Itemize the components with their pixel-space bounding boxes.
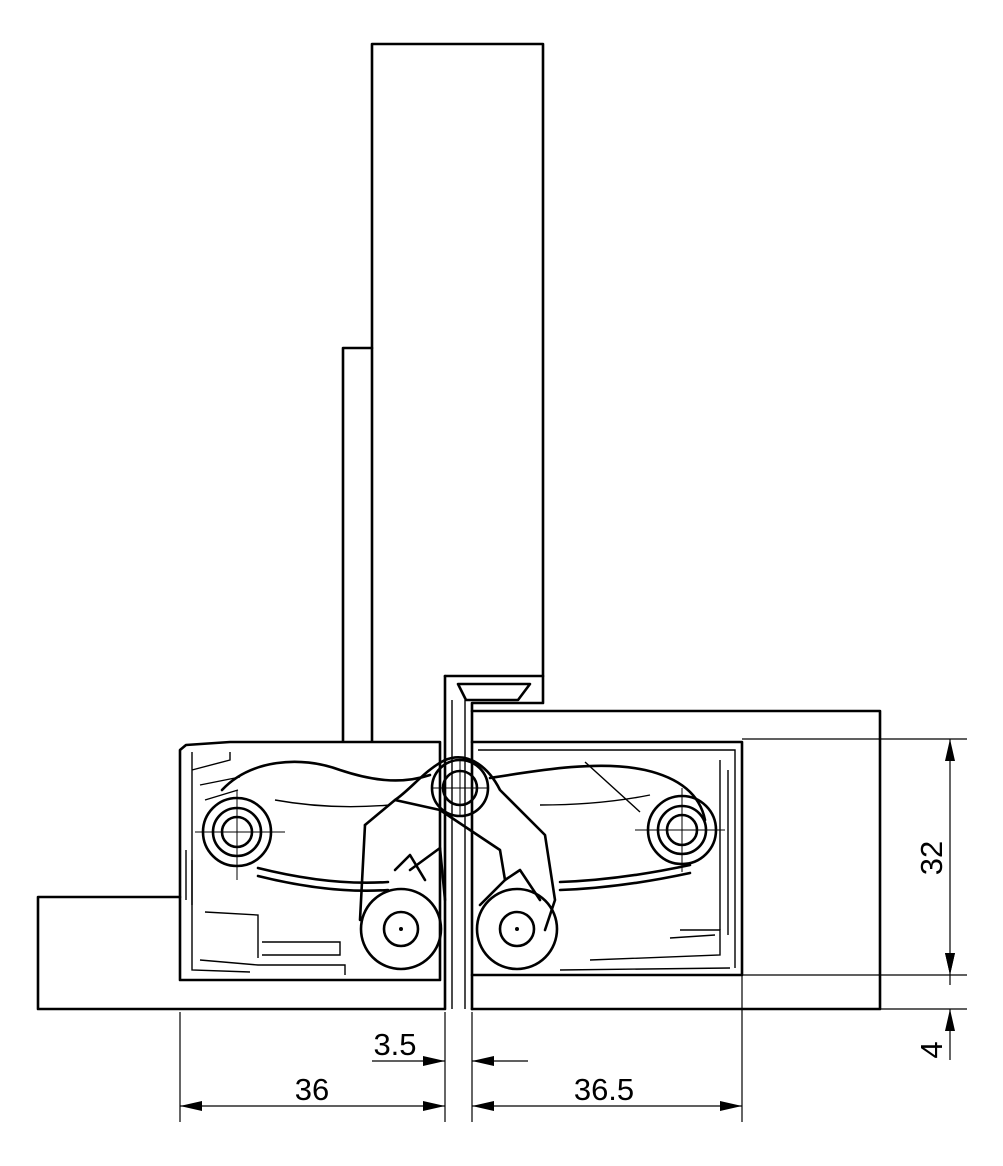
dimension-offset: 4 <box>880 953 967 1060</box>
door-frame-right <box>443 674 882 1011</box>
hinge-body-right <box>470 740 744 977</box>
door-leaf <box>341 42 545 743</box>
dimension-label-gap: 3.5 <box>373 1027 416 1062</box>
pivot-pin-bottom-left <box>359 887 443 971</box>
pivot-pin-top <box>430 758 490 818</box>
gap-line <box>451 700 466 1009</box>
dimension-label-right-width: 36.5 <box>574 1072 634 1107</box>
pivot-pin-left <box>195 790 285 880</box>
dimension-gap: 3.5 <box>372 1012 528 1122</box>
pivot-pin-bottom-right <box>475 887 559 971</box>
hinge-link-arms <box>220 760 707 893</box>
door-frame-left <box>36 674 447 1011</box>
dimension-height: 32 <box>742 738 967 976</box>
dimension-label-height: 32 <box>914 841 949 875</box>
dimension-right-width: 36.5 <box>472 975 743 1122</box>
dimension-label-left-width: 36 <box>295 1072 329 1107</box>
pivot-pin-right <box>635 788 725 872</box>
dimension-label-offset: 4 <box>914 1041 949 1058</box>
hinge-center-link <box>358 756 557 932</box>
hinge-body-left <box>178 740 442 982</box>
dimension-left-width: 36 <box>179 1012 446 1122</box>
